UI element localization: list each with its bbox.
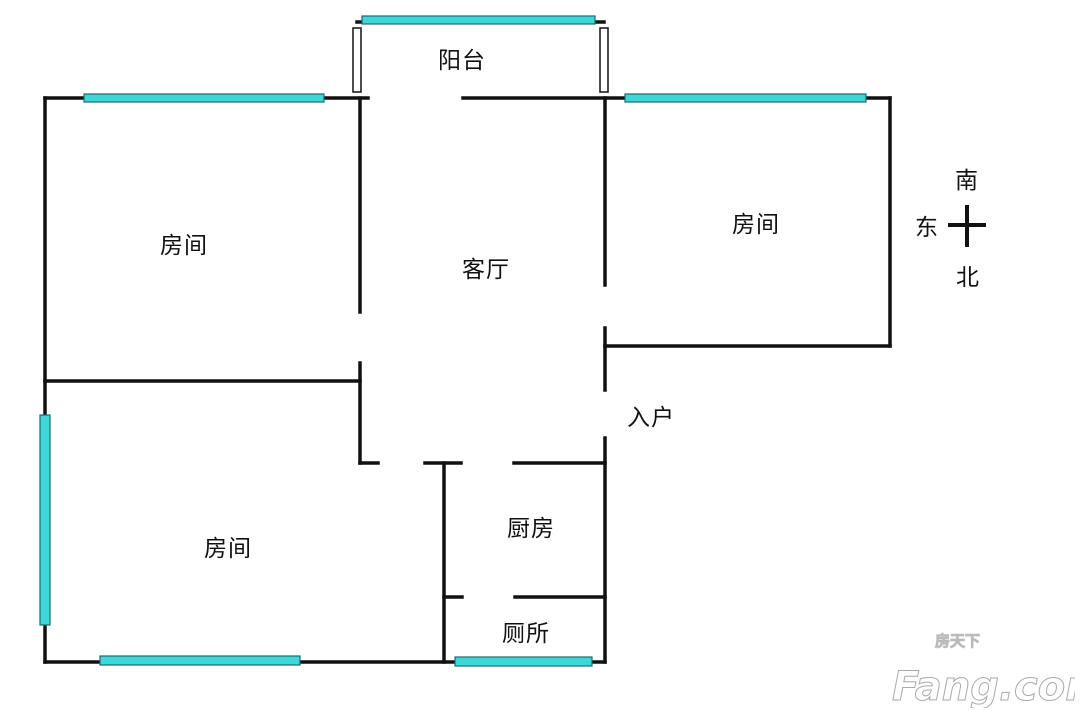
window-balcony-east — [599, 27, 609, 93]
room-label-bedroom-ne: 房间 — [732, 212, 780, 238]
room-label-kitchen: 厨房 — [507, 516, 555, 542]
window-ne-room — [624, 93, 867, 103]
room-label-bedroom-nw: 房间 — [160, 233, 208, 259]
watermark-en: Fang.com — [892, 664, 1075, 708]
compass-south: 南 — [955, 168, 979, 194]
room-label-bedroom-sw: 房间 — [204, 536, 252, 562]
compass-east: 东 — [915, 215, 939, 241]
windows — [39, 15, 867, 667]
room-label-toilet: 厕所 — [502, 621, 550, 647]
window-balcony — [361, 15, 596, 25]
window-nw-room — [83, 93, 325, 103]
room-label-living-room: 客厅 — [462, 257, 510, 283]
watermark-logo: 房天下 Fang.com — [892, 632, 1076, 708]
window-sw-room-west — [39, 414, 51, 626]
compass-cross-icon — [948, 205, 986, 247]
window-sw-room-south — [99, 655, 301, 666]
walls — [43, 20, 892, 664]
watermark-cn: 房天下 — [935, 632, 980, 650]
compass-north: 北 — [956, 265, 980, 291]
window-toilet — [454, 656, 593, 667]
window-balcony-west — [352, 27, 362, 93]
room-label-entrance: 入户 — [627, 405, 675, 431]
room-label-balcony: 阳台 — [438, 48, 486, 74]
